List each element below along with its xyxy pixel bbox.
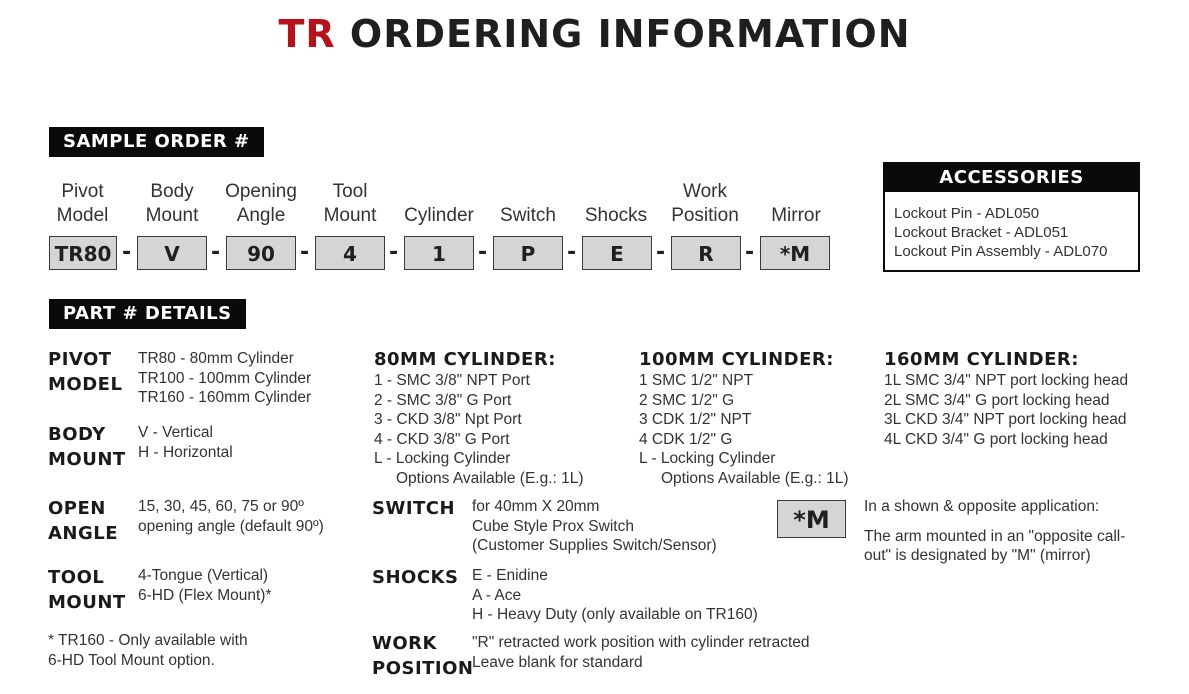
accessory-item: Lockout Pin Assembly - ADL070: [894, 243, 1108, 260]
cyl100-heading: 100MM CYLINDER:: [639, 349, 834, 370]
sample-order-banner: SAMPLE ORDER #: [49, 127, 264, 157]
separator-dash: -: [122, 240, 132, 265]
code-box-tool-mount: 4: [315, 236, 385, 270]
field-header-mirror: Mirror: [771, 205, 821, 226]
mirror-code-box: *M: [777, 500, 846, 538]
accessory-item: Lockout Pin - ADL050: [894, 205, 1040, 222]
separator-dash: -: [656, 240, 666, 265]
code-box-shocks: E: [582, 236, 652, 270]
cyl80-options: 1 - SMC 3/8" NPT Port 2 - SMC 3/8" G Por…: [374, 372, 584, 487]
accessory-item: Lockout Bracket - ADL051: [894, 224, 1069, 241]
code-box-work-position: R: [671, 236, 741, 270]
page-title: TR ORDERING INFORMATION: [0, 12, 1189, 56]
work-position-options: "R" retracted work position with cylinde…: [472, 634, 810, 671]
separator-dash: -: [211, 240, 221, 265]
cyl160-options: 1L SMC 3/4" NPT port locking head 2L SMC…: [884, 372, 1129, 448]
cyl160-heading: 160MM CYLINDER:: [884, 349, 1079, 370]
pivot-model-options: TR80 - 80mm Cylinder TR100 - 100mm Cylin…: [138, 350, 312, 406]
code-box-pivot-model: TR80: [49, 236, 117, 270]
mirror-description: In a shown & opposite application: The a…: [864, 498, 1126, 564]
switch-label: SWITCH: [372, 498, 456, 519]
field-header-switch: Switch: [500, 205, 556, 226]
switch-options: for 40mm X 20mm Cube Style Prox Switch (…: [472, 498, 717, 554]
separator-dash: -: [745, 240, 755, 265]
code-box-opening-angle: 90: [226, 236, 296, 270]
part-details-banner: PART # DETAILS: [49, 299, 246, 329]
separator-dash: -: [567, 240, 577, 265]
open-angle-options: 15, 30, 45, 60, 75 or 90º opening angle …: [138, 498, 324, 535]
body-mount-options: V - Vertical H - Horizontal: [138, 424, 233, 461]
separator-dash: -: [389, 240, 399, 265]
cyl80-heading: 80MM CYLINDER:: [374, 349, 556, 370]
title-accent: TR: [278, 12, 336, 56]
accessories-panel: ACCESSORIES Lockout Pin - ADL050 Lockout…: [883, 162, 1140, 272]
accessories-title: ACCESSORIES: [885, 164, 1138, 192]
tool-mount-options: 4-Tongue (Vertical) 6-HD (Flex Mount)*: [138, 567, 272, 604]
code-box-body-mount: V: [137, 236, 207, 270]
code-box-cylinder: 1: [404, 236, 474, 270]
field-header-cylinder: Cylinder: [404, 205, 474, 226]
title-rest: ORDERING INFORMATION: [335, 12, 911, 56]
separator-dash: -: [300, 240, 310, 265]
shocks-label: SHOCKS: [372, 567, 459, 588]
code-box-mirror: *M: [760, 236, 830, 270]
cyl100-options: 1 SMC 1/2" NPT 2 SMC 1/2" G 3 CDK 1/2" N…: [639, 372, 849, 487]
footnote: * TR160 - Only available with 6-HD Tool …: [48, 632, 248, 669]
field-header-shocks: Shocks: [584, 205, 648, 226]
separator-dash: -: [478, 240, 488, 265]
code-box-switch: P: [493, 236, 563, 270]
shocks-options: E - Enidine A - Ace H - Heavy Duty (only…: [472, 567, 758, 623]
